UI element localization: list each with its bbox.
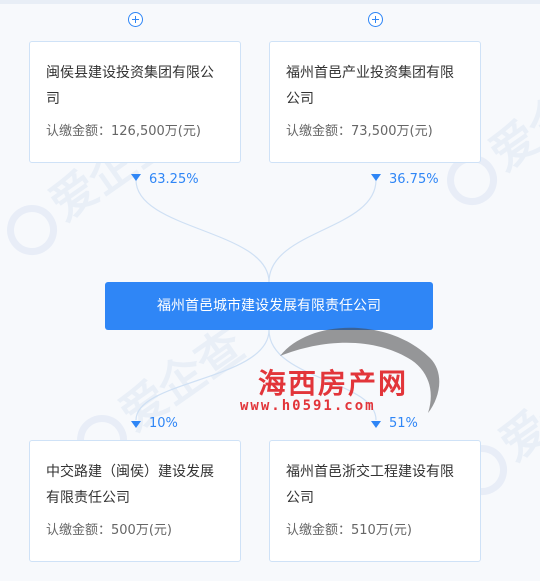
expand-plus-icon[interactable] bbox=[128, 12, 143, 27]
investment-card-2[interactable]: 福州首邑浙交工程建设有限公司 认缴金额：510万(元) bbox=[269, 440, 481, 562]
shareholder-card-1[interactable]: 闽侯县建设投资集团有限公司 认缴金额：126,500万(元) bbox=[29, 41, 241, 163]
company-name: 福州首邑浙交工程建设有限公司 bbox=[286, 464, 454, 506]
top-border-line bbox=[0, 0, 540, 4]
expand-plus-icon[interactable] bbox=[368, 12, 383, 27]
subscribed-amount: 认缴金额：500万(元) bbox=[46, 523, 172, 538]
subscribed-amount: 认缴金额：126,500万(元) bbox=[46, 124, 201, 139]
company-name: 福州首邑产业投资集团有限公司 bbox=[286, 65, 454, 107]
subscribed-amount: 认缴金额：510万(元) bbox=[286, 523, 412, 538]
link-shareholder-2 bbox=[268, 179, 377, 283]
link-investment-2 bbox=[268, 329, 377, 421]
site-watermark-url: www.h0591.com bbox=[240, 398, 376, 414]
down-arrow-icon bbox=[371, 421, 381, 428]
shareholding-percentage: 51% bbox=[389, 416, 418, 431]
site-watermark-title: 海西房产网 bbox=[258, 367, 409, 400]
shareholding-percentage: 36.75% bbox=[389, 172, 439, 187]
down-arrow-icon bbox=[371, 174, 381, 181]
shareholding-percentage: 10% bbox=[149, 416, 178, 431]
investment-card-1[interactable]: 中交路建（闽侯）建设发展有限责任公司 认缴金额：500万(元) bbox=[29, 440, 241, 562]
shareholding-percentage: 63.25% bbox=[149, 172, 199, 187]
link-shareholder-1 bbox=[135, 179, 270, 283]
shareholder-card-2[interactable]: 福州首邑产业投资集团有限公司 认缴金额：73,500万(元) bbox=[269, 41, 481, 163]
down-arrow-icon bbox=[131, 174, 141, 181]
company-name: 中交路建（闽侯）建设发展有限责任公司 bbox=[46, 464, 214, 506]
center-company-button[interactable]: 福州首邑城市建设发展有限责任公司 bbox=[105, 282, 433, 330]
link-investment-1 bbox=[135, 329, 270, 421]
swoosh-logo-icon bbox=[280, 327, 440, 413]
down-arrow-icon bbox=[131, 421, 141, 428]
company-name: 闽侯县建设投资集团有限公司 bbox=[46, 65, 214, 107]
subscribed-amount: 认缴金额：73,500万(元) bbox=[286, 124, 433, 139]
site-watermark-logo: 海西房产网 www.h0591.com bbox=[240, 318, 470, 438]
